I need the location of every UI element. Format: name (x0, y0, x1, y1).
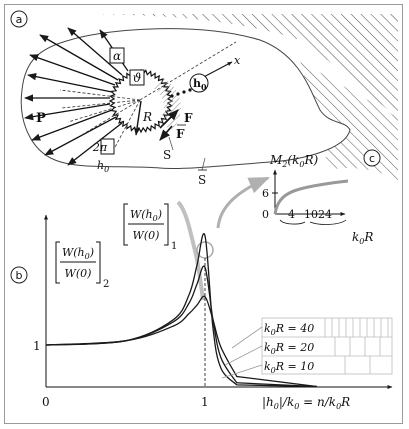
panel-c-x-tick-1024: 1024 (304, 208, 332, 221)
wall-hatch-top (88, 14, 398, 118)
theta-label: ϑ (133, 71, 142, 85)
svg-text:W(0): W(0) (65, 267, 92, 280)
panel-c-y-label: M2(k0R) (269, 153, 318, 169)
two-pi-box (100, 138, 115, 155)
svg-text:2: 2 (103, 279, 109, 290)
series-line-2 (45, 295, 317, 388)
panel-a: a (10, 10, 398, 187)
y-tick-1: 1 (33, 339, 41, 353)
surface-S-label: S (163, 148, 171, 162)
radius-arrow (134, 100, 142, 136)
region-boundary (20, 28, 351, 169)
x-axis-label: |h0|/k0 = n/k0R (262, 395, 350, 411)
dashed-lines (59, 41, 237, 154)
theta-box (129, 69, 145, 86)
surface-S-bar-label: S (198, 173, 206, 187)
inner-label: W(h0) W(0) 1 (123, 203, 177, 252)
force-F-label: F (184, 111, 193, 125)
x-tick-0: 0 (42, 395, 50, 409)
alpha-label: α (113, 49, 121, 63)
force-F-arrow (159, 109, 179, 129)
legend: k0R = 40 k0R = 20 k0R = 10 (221, 317, 393, 379)
panel-b-label-circle (10, 266, 28, 284)
alpha-box (109, 47, 125, 64)
force-P-label: P (36, 111, 46, 126)
panel-b: b W(h0) W(0) 2 W(h0) W(0) 1 (10, 200, 393, 411)
panel-c-label: c (369, 152, 375, 165)
two-pi-label: 2π (92, 141, 108, 154)
legend-bars (262, 318, 392, 374)
panel-c-curve (273, 179, 349, 215)
axis-x-label: x (234, 54, 241, 67)
panel-c-label-circle (363, 149, 381, 167)
svg-text:W(h0): W(h0) (62, 246, 94, 261)
h0-circle (189, 73, 209, 93)
y-axis-label: W(h0) W(0) 2 (55, 241, 109, 290)
panel-c-x-tick-4: 4 (288, 208, 295, 221)
legend-label-10: k0R = 10 (264, 360, 314, 375)
legend-label-40: k0R = 40 (264, 322, 314, 337)
panel-c-x-tick-0: 0 (262, 208, 269, 221)
panel-c-y-tick: 6 (262, 187, 269, 200)
legend-label-20: k0R = 20 (264, 341, 314, 356)
panel-c-x-label: k0R (352, 230, 373, 246)
x-tick-1: 1 (201, 395, 209, 409)
svg-text:W(0): W(0) (133, 229, 160, 242)
svg-text:1: 1 (171, 241, 177, 252)
panel-a-label-circle (10, 10, 28, 28)
panel-a-label: a (16, 13, 23, 26)
series-lines (45, 232, 317, 388)
gray-connector-arrow (216, 176, 270, 229)
radius-label: R (142, 110, 152, 124)
panel-c: c M2(k0R) 6 0 4 1024 k0R (216, 149, 381, 246)
radiating-force-arrows (24, 27, 129, 166)
panel-b-label: b (16, 269, 23, 282)
force-F-bar-label: F (176, 127, 185, 141)
gray-peak-curve (176, 200, 205, 301)
svg-text:W(h0): W(h0) (130, 208, 162, 223)
force-F-bar-arrow (159, 125, 173, 141)
